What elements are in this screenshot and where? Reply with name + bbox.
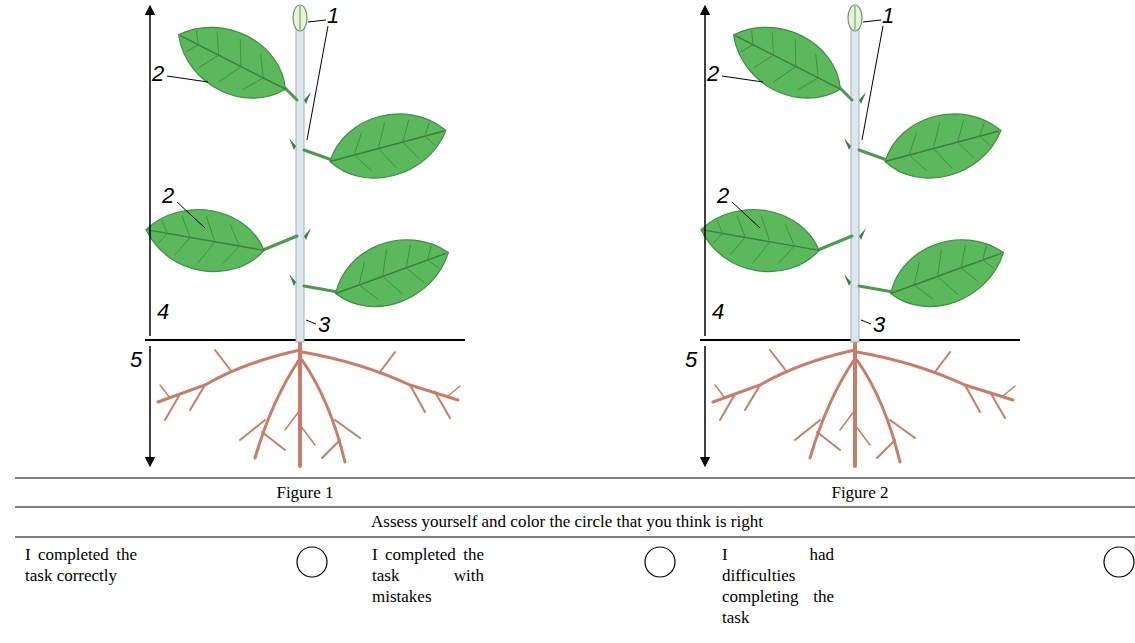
plant-figure bbox=[141, 5, 465, 466]
assessment-circle bbox=[1104, 547, 1134, 577]
assessment-circle bbox=[645, 547, 675, 577]
callout-number: 5 bbox=[685, 349, 697, 371]
callout-number: 1 bbox=[882, 5, 894, 27]
instruction-text: Assess yourself and color the circle tha… bbox=[371, 512, 763, 532]
callout-number: 3 bbox=[318, 314, 330, 336]
callout-number: 3 bbox=[873, 314, 885, 336]
table-rule bbox=[15, 478, 1135, 479]
assessment-option: I completed the task with mistakes bbox=[372, 544, 484, 607]
callout-number: 2 bbox=[162, 185, 174, 207]
callout-number: 4 bbox=[157, 301, 169, 323]
table-rule bbox=[15, 478, 1135, 537]
callout-number: 4 bbox=[712, 301, 724, 323]
callout-number: 2 bbox=[717, 185, 729, 207]
callout-number: 1 bbox=[327, 5, 339, 27]
assessment-circle bbox=[297, 547, 327, 577]
callout-number: 5 bbox=[130, 349, 142, 371]
assessment-option: I had difficulties completing the task bbox=[722, 544, 834, 628]
table-rule bbox=[15, 537, 1135, 538]
plant-figure bbox=[696, 5, 1020, 466]
figure-caption: Figure 1 bbox=[276, 483, 333, 503]
assessment-option: I completed the task correctly bbox=[25, 544, 137, 586]
callout-number: 2 bbox=[152, 63, 164, 85]
figure-caption: Figure 2 bbox=[831, 483, 888, 503]
callout-number: 2 bbox=[707, 63, 719, 85]
table-rule bbox=[15, 507, 1135, 508]
